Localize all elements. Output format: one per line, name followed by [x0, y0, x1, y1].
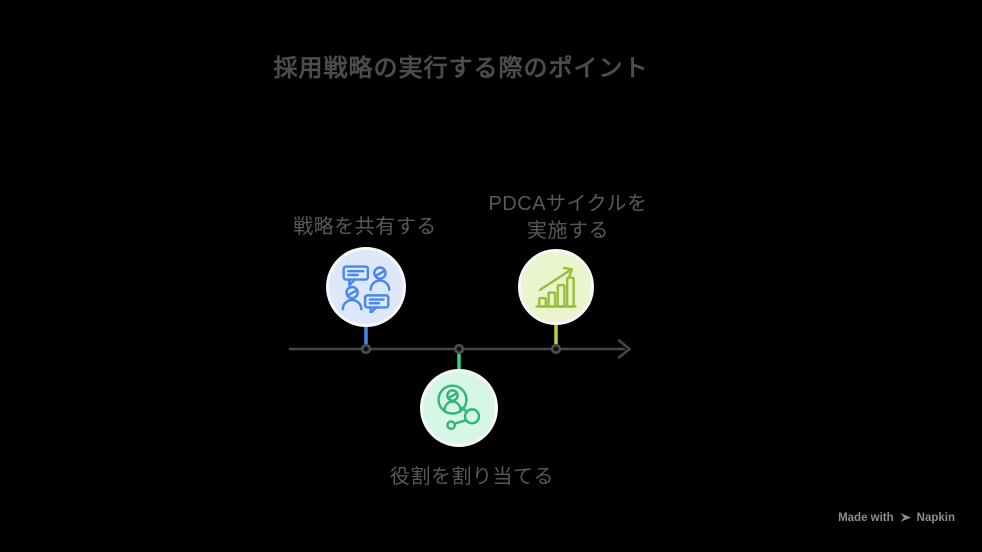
watermark-prefix: Made with: [838, 511, 894, 524]
axis-dot-2: [453, 343, 465, 355]
bar-chart-growth-icon: [535, 266, 577, 308]
chat-people-icon: [341, 265, 391, 313]
watermark-brand: Napkin: [916, 511, 955, 524]
node3-label: PDCAサイクルを 実施する: [488, 193, 648, 242]
axis-dot-3: [550, 343, 562, 355]
node2-label: 役割を割り当てる: [390, 466, 554, 488]
person-network-icon: [437, 384, 481, 431]
page-title: 採用戦略の実行する際のポイント: [273, 55, 649, 82]
napkin-pen-icon: [900, 513, 911, 522]
node1-circle: [326, 247, 406, 327]
axis-arrowhead-icon: [617, 339, 631, 359]
watermark: Made with Napkin: [838, 511, 955, 524]
node1-label: 戦略を共有する: [293, 216, 437, 238]
node2-circle: [420, 369, 498, 447]
node3-circle: [518, 249, 594, 325]
axis-dot-1: [360, 343, 372, 355]
